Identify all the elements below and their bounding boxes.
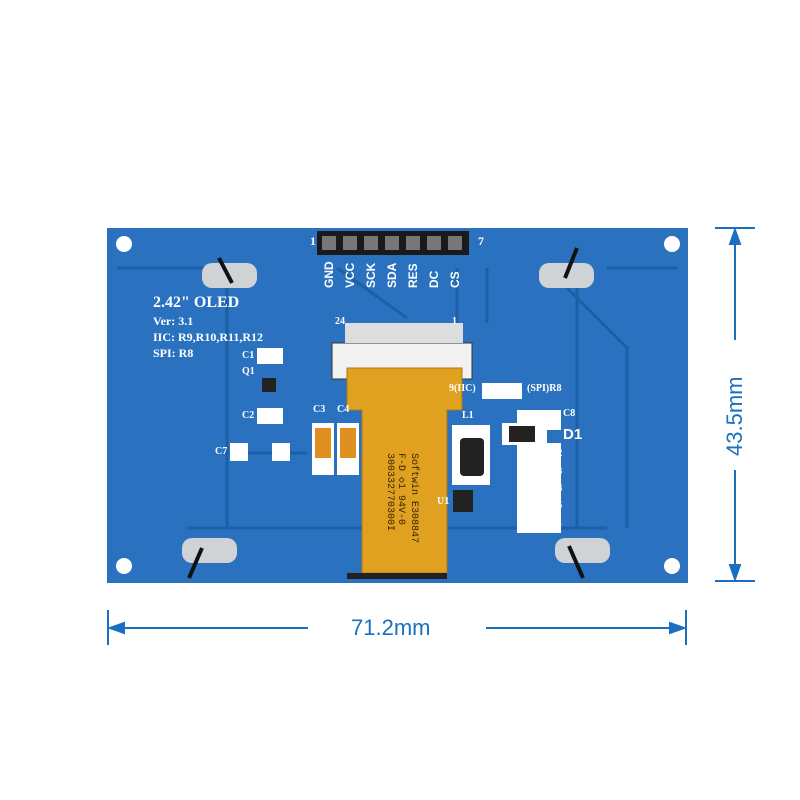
fpc-pin-24: 24 bbox=[335, 316, 345, 327]
label-q1: Q1 bbox=[242, 366, 255, 377]
label-r3: R3 bbox=[550, 466, 563, 477]
pin-1-label: 1 bbox=[310, 234, 316, 248]
spi-note: SPI: R8 bbox=[153, 346, 194, 360]
label-c1: C1 bbox=[242, 350, 255, 361]
label-c3: C3 bbox=[313, 404, 326, 415]
width-dimension-label: 71.2mm bbox=[351, 615, 431, 640]
label-c4: C4 bbox=[337, 404, 350, 415]
label-l1: L1 bbox=[462, 410, 474, 421]
label-c5: C5 bbox=[550, 500, 563, 511]
fpc-pin-1: 1 bbox=[452, 316, 457, 327]
label-d1: D1 bbox=[563, 426, 583, 443]
label-r2: R2 bbox=[550, 448, 563, 459]
height-dimension-label: 43.5mm bbox=[722, 376, 747, 456]
label-c8: C8 bbox=[563, 408, 576, 419]
label-r1: R1 bbox=[550, 517, 563, 528]
pin-7-label: 7 bbox=[478, 234, 484, 248]
label-c7: C7 bbox=[215, 446, 228, 457]
label-r4: R4 bbox=[550, 483, 563, 494]
label-c2: C2 bbox=[242, 410, 255, 421]
label-r9-iic: 9(IIC) bbox=[449, 383, 476, 394]
board-title: 2.42" OLED bbox=[153, 294, 240, 311]
board-version: Ver: 3.1 bbox=[153, 314, 194, 328]
pcb-traces bbox=[116, 231, 680, 579]
oled-pcb-board: 2.42" OLED Ver: 3.1 IIC: R9,R10,R11,R12 … bbox=[107, 228, 688, 583]
label-u1: U1 bbox=[437, 496, 450, 507]
label-r8-spi: (SPI)R8 bbox=[527, 383, 562, 394]
iic-note: IIC: R9,R10,R11,R12 bbox=[153, 330, 264, 344]
